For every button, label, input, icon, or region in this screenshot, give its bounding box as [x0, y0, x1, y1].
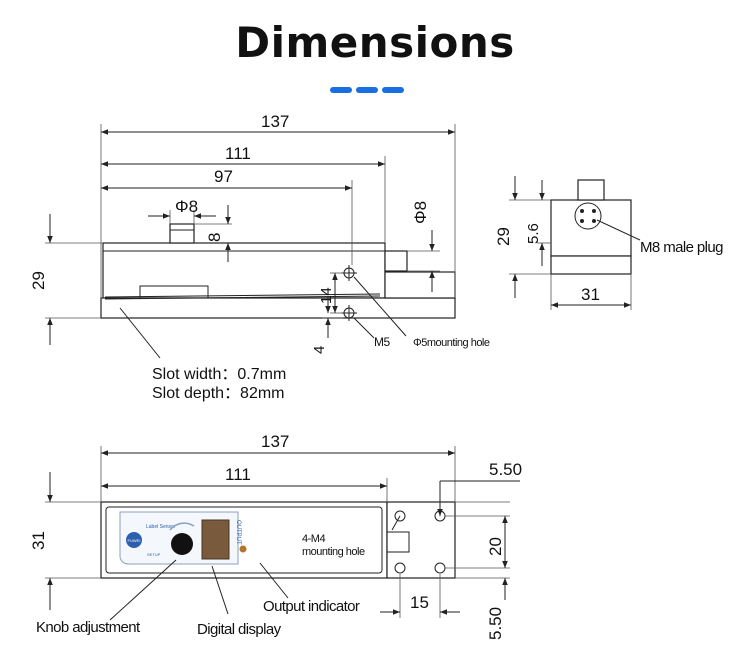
slot-depth-note: Slot depth：82mm: [152, 385, 285, 402]
side-top-plug: [169, 223, 195, 244]
side-connector: [384, 250, 408, 272]
end-body: [550, 199, 632, 257]
panel-model: Label Sensor: [146, 524, 176, 530]
side-dim-111: 111: [225, 144, 251, 163]
end-dim-height: 29: [494, 227, 513, 246]
side-label-m5: M5: [374, 335, 390, 349]
output-indicator-led: [239, 545, 247, 553]
top-dim-hole-spacing-v: 20: [486, 537, 505, 556]
side-dim-97: 97: [214, 167, 233, 186]
end-base: [550, 255, 632, 275]
side-dim-hole-diameter: Φ8: [411, 201, 430, 224]
slot-width-note: Slot width：0.7mm: [152, 366, 286, 383]
top-hole-1: [394, 510, 406, 522]
digital-display-screen: [201, 519, 230, 560]
top-dim-111: 111: [225, 465, 251, 484]
top-dim-137: 137: [261, 432, 289, 451]
side-view: 137 111 97 Φ8 8 Φ8 29 14: [29, 112, 490, 402]
panel-brand: FUWEI: [128, 538, 141, 543]
side-label-mounting-hole: Φ5mounting hole: [413, 337, 490, 349]
side-dim-hole-spacing: 14: [318, 287, 335, 304]
top-dim-edge-top: 5.50: [489, 460, 522, 479]
side-dim-hole-offset: 4: [311, 346, 328, 354]
side-dim-height: 29: [29, 271, 48, 290]
panel-output: OUTPUT: [235, 520, 241, 545]
label-knob-adjustment: Knob adjustment: [36, 619, 141, 636]
control-panel: FUWEI Label Sensor SETUP OUTPUT: [119, 511, 247, 565]
title-accent-dash: [330, 87, 352, 93]
end-dim-plug-height: 5.6: [525, 223, 542, 244]
top-dim-edge-bottom: 5.50: [486, 607, 505, 640]
side-bracket: [384, 271, 456, 299]
side-body: [102, 242, 386, 299]
page-title: Dimensions: [235, 18, 515, 67]
side-base-plate: [100, 297, 456, 319]
top-label-mounting-hole-1: 4-M4: [302, 533, 325, 545]
top-view: FUWEI Label Sensor SETUP OUTPUT 137 111: [29, 432, 522, 640]
end-plug-circle: [574, 202, 602, 230]
side-dim-137: 137: [261, 112, 289, 131]
title-accent-dash: [382, 87, 404, 93]
top-label-mounting-hole-2: mounting hole: [302, 546, 365, 558]
label-output-indicator: Output indicator: [263, 598, 360, 615]
end-top-plug: [577, 179, 605, 201]
end-label-plug: M8 male plug: [640, 239, 723, 256]
top-dim-width: 31: [29, 531, 48, 550]
knob-icon[interactable]: [171, 533, 193, 555]
side-dim-plug-diameter: Φ8: [175, 197, 198, 216]
title-accent-dash: [356, 87, 378, 93]
label-digital-display: Digital display: [197, 621, 282, 638]
side-dim-plug-height: 8: [205, 233, 224, 242]
panel-setup: SETUP: [147, 552, 161, 557]
end-dim-width: 31: [581, 285, 600, 304]
top-hole-3: [394, 562, 406, 574]
top-dim-hole-spacing-h: 15: [410, 593, 429, 612]
end-view: 29 5.6 31 M8 male plug: [494, 176, 724, 310]
